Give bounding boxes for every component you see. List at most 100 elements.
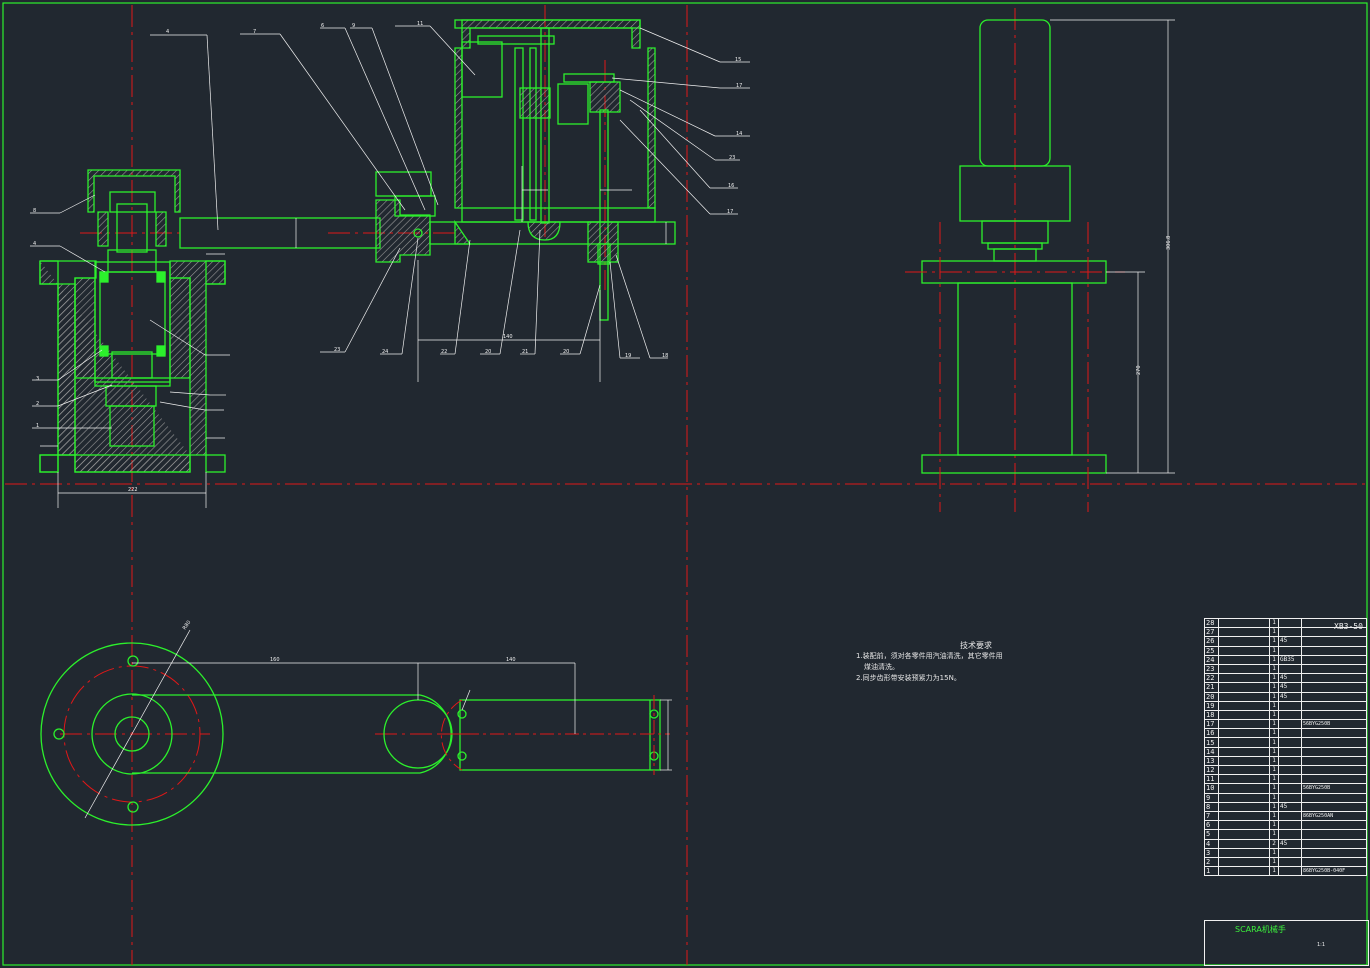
bom-rem (1301, 700, 1367, 711)
bom-qty: 1 (1269, 663, 1279, 675)
bom-no: 10 (1204, 783, 1219, 794)
bom-qty: 1 (1269, 682, 1279, 693)
bom-mat (1278, 746, 1302, 757)
bom-mat (1278, 847, 1302, 858)
bom-rem (1301, 801, 1367, 812)
bom-rem (1301, 792, 1367, 803)
bom-no: 13 (1204, 755, 1219, 767)
bom-no: 15 (1204, 737, 1219, 748)
svg-text:140: 140 (503, 334, 513, 340)
bom-mat (1278, 764, 1302, 776)
bom-name-cell (1218, 810, 1270, 822)
bom-mat (1278, 783, 1302, 794)
bom-rem (1301, 709, 1367, 721)
svg-text:16: 16 (728, 183, 734, 189)
drawing-scale: 1:1 (1317, 942, 1326, 948)
bom-qty: 1 (1269, 719, 1279, 730)
plan-view-dims (84, 629, 672, 819)
svg-text:140: 140 (506, 657, 516, 663)
bom-name-cell (1218, 645, 1270, 656)
bom-mat: 45 (1278, 682, 1302, 693)
svg-text:17: 17 (736, 83, 742, 89)
bom-rem: 56BYG250B (1301, 783, 1367, 794)
bom-mat (1278, 810, 1302, 822)
bom-no: 9 (1204, 792, 1219, 803)
bom-name-cell (1218, 866, 1270, 877)
bom-name-cell (1218, 838, 1270, 849)
bom-qty: 1 (1269, 654, 1279, 665)
bom-row: 15 1 (1204, 737, 1367, 748)
svg-text:22: 22 (441, 349, 447, 355)
bom-qty: 1 (1269, 728, 1279, 739)
bom-qty: 1 (1269, 755, 1279, 767)
bom-name-cell (1218, 764, 1270, 776)
bom-rem: 86BYG250B-040F (1301, 866, 1367, 877)
side-view-dims (1050, 19, 1175, 474)
bom-rem (1301, 636, 1367, 647)
bom-rem: 86BYG250AN (1301, 810, 1367, 822)
bom-qty: 1 (1269, 783, 1279, 794)
bom-no: 19 (1204, 700, 1219, 711)
bom-mat: 45 (1278, 838, 1302, 849)
bom-mat (1278, 774, 1302, 785)
bom-mat (1278, 792, 1302, 803)
bom-name-cell (1218, 746, 1270, 757)
bom-rem (1301, 737, 1367, 748)
bom-qty: 1 (1269, 764, 1279, 776)
bom-qty: 1 (1269, 801, 1279, 812)
bom-no: 26 (1204, 636, 1219, 647)
bom-qty: 1 (1269, 737, 1279, 748)
svg-text:270: 270 (1136, 365, 1142, 375)
bom-rem (1301, 691, 1367, 702)
bom-qty: 1 (1269, 792, 1279, 803)
bom-name-cell (1218, 709, 1270, 721)
bom-no: 17 (1204, 719, 1219, 730)
bom-row: 13 1 (1204, 755, 1367, 767)
bom-mat (1278, 856, 1302, 868)
bom-name-cell (1218, 829, 1270, 840)
bom-mat (1278, 700, 1302, 711)
bom-mat: 45 (1278, 801, 1302, 812)
bom-mat: 45 (1278, 673, 1302, 684)
balloon-numbers: 4 7 6 9 11 15 17 14 23 16 17 8 4 3 2 1 2… (33, 21, 1172, 663)
bom-no: 3 (1204, 847, 1219, 858)
bom-row: 10 1 56BYG250B (1204, 783, 1367, 794)
bom-name-cell (1218, 792, 1270, 803)
bom-qty: 1 (1269, 617, 1279, 629)
side-view-centerlines (905, 222, 1125, 512)
svg-text:6: 6 (321, 23, 324, 29)
bom-no: 8 (1204, 801, 1219, 812)
svg-text:15: 15 (735, 57, 741, 63)
bom-rem (1301, 645, 1367, 656)
bom-rem (1301, 627, 1367, 638)
bom-qty: 1 (1269, 627, 1279, 638)
svg-text:19: 19 (625, 353, 631, 359)
bom-qty: 1 (1269, 810, 1279, 822)
bom-name-cell (1218, 783, 1270, 794)
bom-mat (1278, 755, 1302, 767)
bom-rem (1301, 617, 1367, 629)
bom-rem (1301, 728, 1367, 739)
svg-text:4: 4 (33, 241, 36, 247)
bom-name-cell (1218, 663, 1270, 675)
bom-name-cell (1218, 691, 1270, 702)
bom-qty: 1 (1269, 746, 1279, 757)
bom-qty: 1 (1269, 636, 1279, 647)
tech-line: 1.装配前，须对各零件用汽油清洗，其它零件用 (856, 652, 1003, 660)
svg-text:20: 20 (485, 349, 491, 355)
bom-name-cell (1218, 820, 1270, 831)
bom-no: 16 (1204, 728, 1219, 739)
